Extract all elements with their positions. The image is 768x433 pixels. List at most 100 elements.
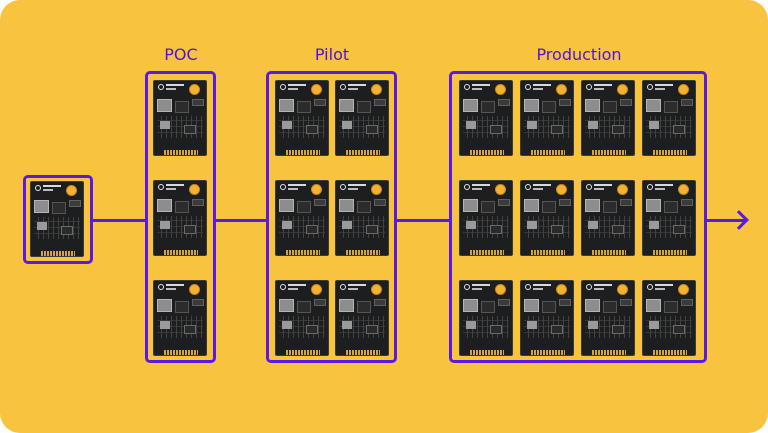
module-brand2 bbox=[472, 288, 482, 290]
module-logo bbox=[647, 184, 653, 190]
module-brand2 bbox=[472, 188, 482, 190]
module-brand2 bbox=[43, 189, 53, 191]
module-chip-a bbox=[339, 199, 354, 212]
module-chip-a bbox=[279, 299, 294, 312]
stage-box-pilot bbox=[266, 71, 397, 363]
module-chip-d bbox=[282, 221, 292, 229]
module-brand2 bbox=[594, 88, 604, 90]
module-chip-e bbox=[673, 125, 685, 134]
notecard-module-icon bbox=[275, 180, 329, 256]
module-led bbox=[189, 84, 200, 95]
module-brand2 bbox=[533, 88, 543, 90]
notecard-module-icon bbox=[275, 80, 329, 156]
module-chip-e bbox=[673, 225, 685, 234]
module-logo bbox=[586, 184, 592, 190]
module-chip-d bbox=[649, 321, 659, 329]
module-chip-d bbox=[160, 121, 170, 129]
module-chip-b bbox=[357, 101, 371, 113]
module-logo bbox=[340, 284, 346, 290]
module-logo bbox=[525, 184, 531, 190]
module-brand bbox=[533, 284, 551, 286]
notecard-module-icon bbox=[520, 80, 574, 156]
module-chip-b bbox=[175, 301, 189, 313]
module-chip-d bbox=[466, 121, 476, 129]
module-logo bbox=[647, 84, 653, 90]
module-led bbox=[617, 84, 628, 95]
module-chip-b bbox=[664, 101, 678, 113]
connector-poc-to-pilot bbox=[214, 219, 268, 222]
notecard-module-icon bbox=[335, 280, 389, 356]
module-pins bbox=[592, 350, 626, 355]
module-pins bbox=[531, 250, 565, 255]
module-logo bbox=[340, 84, 346, 90]
module-chip-d bbox=[282, 121, 292, 129]
module-chip-a bbox=[279, 99, 294, 112]
module-brand2 bbox=[472, 88, 482, 90]
module-chip-e bbox=[612, 125, 624, 134]
module-chip-c bbox=[192, 199, 204, 206]
module-logo bbox=[586, 284, 592, 290]
arrow-right-icon bbox=[729, 210, 749, 230]
module-chip-e bbox=[366, 225, 378, 234]
module-chip-c bbox=[498, 299, 510, 306]
module-chip-a bbox=[585, 99, 600, 112]
module-chip-d bbox=[342, 121, 352, 129]
module-chip-a bbox=[463, 99, 478, 112]
module-led bbox=[678, 184, 689, 195]
connector-production-out bbox=[706, 219, 746, 222]
module-brand2 bbox=[166, 288, 176, 290]
module-brand bbox=[288, 184, 306, 186]
module-chip-a bbox=[157, 199, 172, 212]
module-pins bbox=[592, 150, 626, 155]
module-brand bbox=[472, 84, 490, 86]
module-chip-d bbox=[466, 221, 476, 229]
module-logo bbox=[158, 184, 164, 190]
module-chip-e bbox=[490, 125, 502, 134]
module-pins bbox=[41, 251, 75, 256]
module-chip-b bbox=[603, 101, 617, 113]
module-chip-b bbox=[542, 101, 556, 113]
module-led bbox=[678, 284, 689, 295]
module-brand bbox=[533, 184, 551, 186]
stage-label-pilot: Pilot bbox=[314, 45, 350, 64]
module-chip-a bbox=[524, 299, 539, 312]
notecard-module-icon bbox=[335, 180, 389, 256]
module-chip-a bbox=[157, 299, 172, 312]
module-chip-b bbox=[175, 101, 189, 113]
module-chip-b bbox=[52, 202, 66, 214]
module-brand bbox=[348, 184, 366, 186]
notecard-module-icon bbox=[520, 180, 574, 256]
module-brand2 bbox=[655, 188, 665, 190]
module-chip-e bbox=[612, 225, 624, 234]
module-brand bbox=[166, 184, 184, 186]
module-chip-a bbox=[339, 299, 354, 312]
module-chip-a bbox=[585, 199, 600, 212]
module-led bbox=[371, 84, 382, 95]
module-chip-e bbox=[366, 325, 378, 334]
module-chip-c bbox=[374, 99, 386, 106]
module-chip-e bbox=[366, 125, 378, 134]
module-pins bbox=[653, 150, 687, 155]
module-logo bbox=[158, 84, 164, 90]
module-pins bbox=[346, 150, 380, 155]
module-chip-e bbox=[551, 125, 563, 134]
module-chip-c bbox=[498, 199, 510, 206]
module-pins bbox=[346, 350, 380, 355]
module-brand2 bbox=[655, 288, 665, 290]
module-chip-c bbox=[620, 199, 632, 206]
module-pins bbox=[653, 350, 687, 355]
connector-pilot-to-production bbox=[395, 219, 451, 222]
notecard-module-icon bbox=[581, 280, 635, 356]
notecard-module-icon bbox=[581, 80, 635, 156]
module-brand2 bbox=[288, 288, 298, 290]
connector-single-to-poc bbox=[92, 219, 147, 222]
module-chip-c bbox=[559, 199, 571, 206]
notecard-module-icon bbox=[153, 280, 207, 356]
module-chip-c bbox=[620, 99, 632, 106]
module-chip-d bbox=[160, 321, 170, 329]
module-brand2 bbox=[533, 288, 543, 290]
module-chip-b bbox=[481, 301, 495, 313]
module-brand bbox=[288, 284, 306, 286]
module-chip-a bbox=[34, 200, 49, 213]
notecard-module-icon bbox=[642, 80, 696, 156]
